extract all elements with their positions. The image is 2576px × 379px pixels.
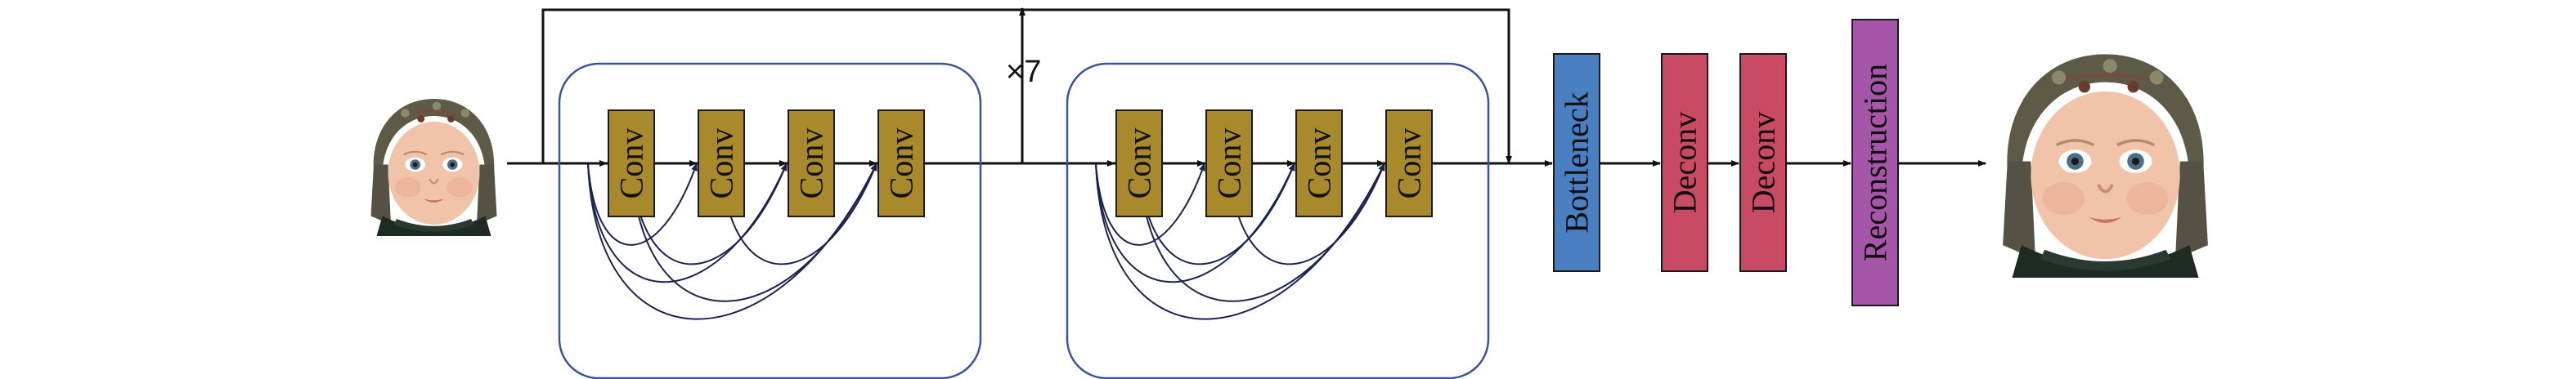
deconv1-label: Deconv — [1667, 112, 1703, 213]
conv-layer: Conv — [1295, 109, 1343, 217]
input-image — [361, 91, 507, 238]
deconv2-box — [1739, 53, 1787, 272]
conv-label: Conv — [1121, 128, 1158, 199]
conv-box — [1115, 109, 1163, 217]
bottleneck-label: Bottleneck — [1559, 91, 1595, 233]
conv-layer: Conv — [1385, 109, 1433, 217]
stage-reconstruction: Reconstruction — [1851, 19, 1899, 306]
output-image — [1987, 43, 2224, 279]
conv-layer: Conv — [608, 109, 655, 217]
tail-stages: Bottleneck Deconv Deconv Reconstruction — [1553, 19, 1986, 306]
conv-label: Conv — [703, 128, 740, 199]
conv-label: Conv — [793, 128, 830, 199]
conv-label: Conv — [883, 128, 920, 199]
stage-deconv2: Deconv — [1739, 53, 1787, 272]
dense-blocks: Conv Conv Conv Conv Conv Conv Conv Conv — [558, 62, 1490, 379]
bottleneck-box — [1553, 53, 1600, 272]
dense-link — [587, 163, 788, 283]
conv-box — [1205, 109, 1253, 217]
conv-layer: Conv — [1115, 109, 1163, 217]
conv-layer: Conv — [877, 109, 925, 217]
dense-block-frame — [1066, 62, 1490, 379]
conv-box — [608, 109, 655, 217]
conv-box — [698, 109, 745, 217]
conv-box — [1295, 109, 1343, 217]
dense-block-2: Conv Conv Conv Conv — [1066, 62, 1490, 379]
conv-label: Conv — [613, 128, 650, 199]
stage-bottleneck: Bottleneck — [1553, 53, 1600, 272]
conv-box — [1385, 109, 1433, 217]
skip-connection — [541, 8, 1512, 164]
conv-layer: Conv — [788, 109, 835, 217]
conv-label: Conv — [1391, 128, 1428, 199]
stage-deconv1: Deconv — [1661, 53, 1708, 272]
dense-link — [1095, 163, 1205, 246]
repeat-label: ×7 — [1006, 55, 1041, 89]
reconstruction-box — [1851, 19, 1899, 306]
dense-link — [587, 163, 698, 246]
dense-link — [1095, 163, 1295, 283]
dense-block-frame — [558, 62, 982, 379]
conv-box — [788, 109, 835, 217]
deconv1-box — [1661, 53, 1708, 272]
conv-box — [877, 109, 925, 217]
conv-layer: Conv — [698, 109, 745, 217]
dense-link — [1138, 163, 1385, 302]
reconstruction-label: Reconstruction — [1857, 64, 1894, 261]
deconv2-label: Deconv — [1745, 112, 1782, 213]
conv-label: Conv — [1211, 128, 1248, 199]
dense-link — [631, 163, 877, 302]
conv-layer: Conv — [1205, 109, 1253, 217]
dense-block-1: Conv Conv Conv Conv — [558, 62, 982, 379]
conv-label: Conv — [1301, 128, 1338, 199]
